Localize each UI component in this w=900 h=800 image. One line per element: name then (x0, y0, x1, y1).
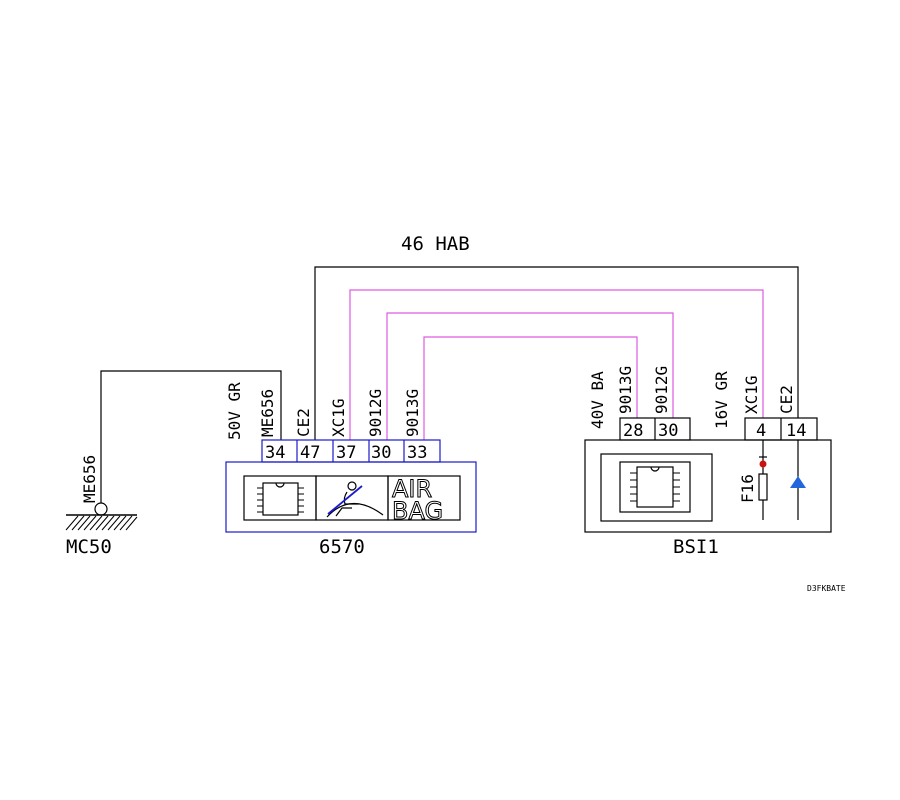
wire-me656 (100, 370, 282, 504)
wire-9012g (386, 312, 674, 440)
bsi-connector-a-label: 40V BA (588, 371, 607, 429)
fuse-label: F16 (738, 474, 757, 503)
bsi-pin-14: 14 (786, 421, 806, 441)
ecu-connector-label: 50V GR (225, 382, 244, 440)
bsi-pin-28: 28 (623, 421, 643, 441)
ecu-wire-code-9012g: 9012G (366, 389, 385, 437)
bsi-wire-code-xc1g: XC1G (742, 375, 761, 414)
bsi-ground-arrow-icon (790, 440, 806, 520)
ecu-pin-47: 47 (300, 443, 320, 463)
bsi-chip-icon (619, 461, 691, 513)
bsi-wire-code-9012g: 9012G (652, 366, 671, 414)
fuse-icon (758, 440, 768, 520)
bsi-connector-b-label: 16V GR (712, 371, 731, 429)
ground-name: MC50 (66, 536, 112, 558)
ecu-wire-code-me656: ME656 (258, 389, 277, 437)
ecu-wire-code-ce2: CE2 (294, 408, 313, 437)
wire-9013g (423, 336, 638, 440)
ground-hatch-icon (65, 502, 138, 531)
ecu-pin-37: 37 (336, 443, 356, 463)
ground-wire-code: ME656 (80, 455, 99, 503)
ecu-pin-30: 30 (371, 443, 391, 463)
chip-icon (257, 482, 304, 516)
wire-xc1g (349, 289, 764, 440)
wire-ce2 (314, 266, 799, 440)
bsi-body (584, 439, 832, 533)
bsi-wire-code-ce2: CE2 (777, 385, 796, 414)
reference-code: D3FKBATE (807, 584, 846, 593)
ecu-pin-33: 33 (407, 443, 427, 463)
ecu-body (225, 461, 477, 533)
airbag-label-line2: BAG (392, 497, 443, 525)
seat-occupant-icon (326, 481, 384, 518)
ecu-wire-code-xc1g: XC1G (329, 398, 348, 437)
harness-label: 46 HAB (401, 233, 470, 255)
bsi-pin-4: 4 (756, 421, 766, 441)
bsi-name: BSI1 (673, 536, 719, 558)
ecu-wire-code-9013g: 9013G (403, 389, 422, 437)
ecu-pin-34: 34 (265, 443, 285, 463)
bsi-pin-30: 30 (658, 421, 678, 441)
bsi-wire-code-9013g: 9013G (616, 366, 635, 414)
airbag-label-line1: AIR (392, 475, 432, 503)
ecu-name: 6570 (319, 536, 365, 558)
